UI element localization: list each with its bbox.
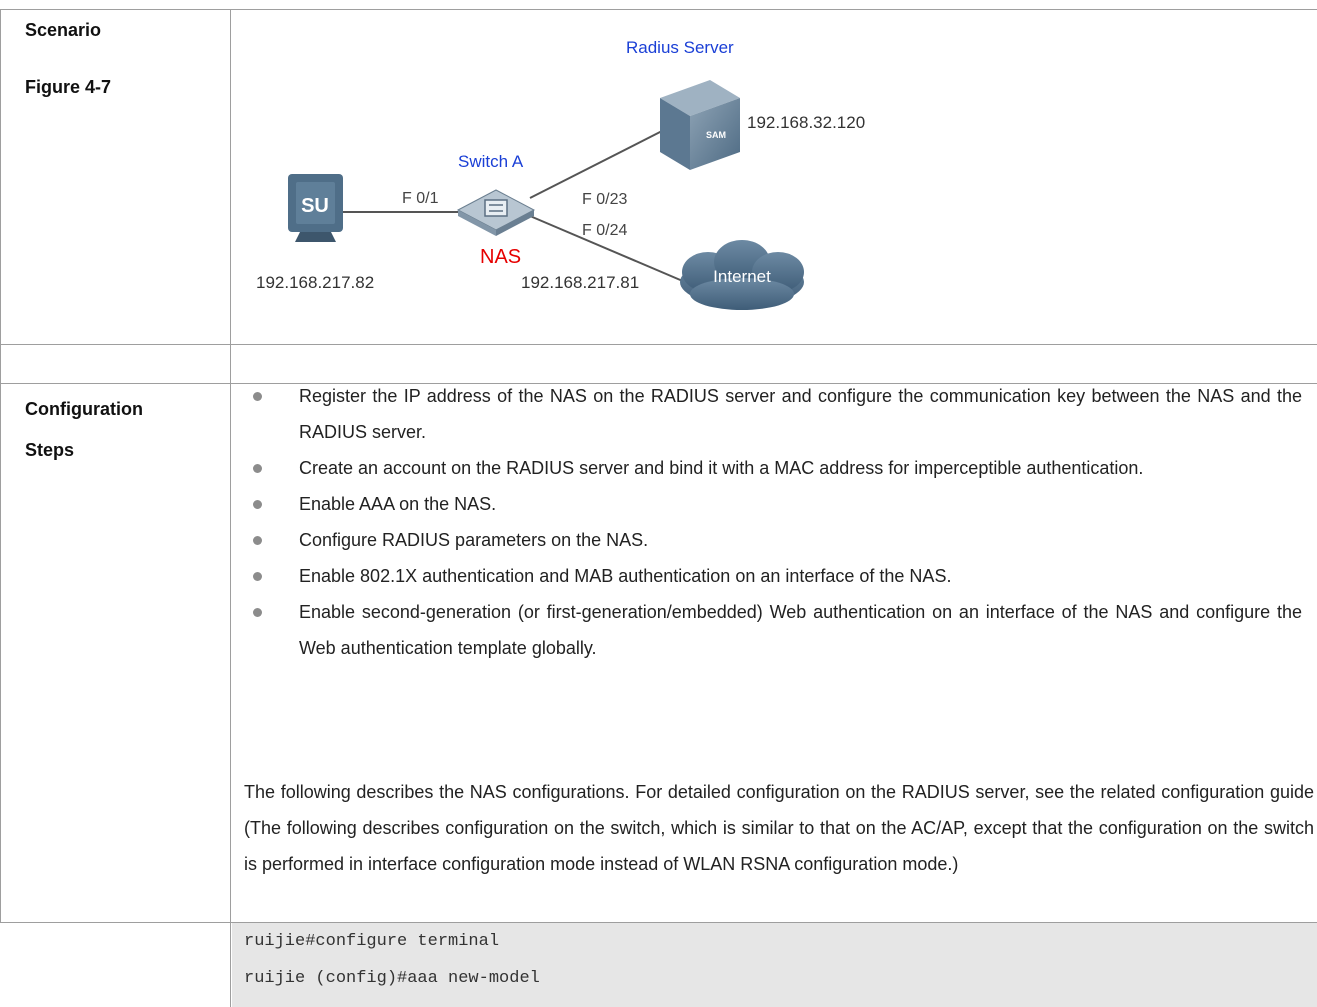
radius-server-ip: 192.168.32.120: [747, 113, 865, 132]
bullet-icon: [253, 536, 262, 545]
list-item: Register the IP address of the NAS on th…: [232, 378, 1312, 450]
bullet-icon: [253, 392, 262, 401]
radius-server-title: Radius Server: [626, 38, 734, 57]
svg-text:SU: SU: [301, 195, 329, 217]
network-topology-diagram: SU SAM Internet Radius Server 192.168.32…: [256, 38, 865, 310]
steps-label: Steps: [25, 440, 75, 460]
row-divider: [0, 344, 1317, 345]
list-item: Configure RADIUS parameters on the NAS.: [232, 522, 1312, 558]
port-radius-label: F 0/23: [582, 191, 627, 208]
radius-server-icon: SAM: [660, 80, 740, 170]
svg-text:SAM: SAM: [706, 130, 726, 140]
bullet-icon: [253, 500, 262, 509]
table-border-top: [0, 9, 1317, 10]
nas-label: NAS: [480, 246, 521, 268]
nas-configuration-description: The following describes the NAS configur…: [244, 782, 1314, 874]
bullet-icon: [253, 464, 262, 473]
internet-label: Internet: [713, 267, 771, 286]
client-pc-icon: SU: [288, 174, 343, 242]
configuration-label: Configuration: [25, 399, 143, 419]
port-internet-label: F 0/24: [582, 222, 627, 239]
column-divider: [0, 9, 1, 923]
bullet-icon: [253, 608, 262, 617]
scenario-label: Scenario: [25, 20, 102, 40]
list-item: Enable 802.1X authentication and MAB aut…: [232, 558, 1312, 594]
column-divider: [230, 9, 231, 1007]
internet-cloud-icon: Internet: [680, 240, 804, 310]
switch-icon: [456, 189, 536, 236]
link-switch-radius: [529, 130, 663, 199]
list-item: Create an account on the RADIUS server a…: [232, 450, 1312, 486]
link-switch-internet: [529, 215, 686, 283]
code-block: ruijie#configure terminal ruijie (config…: [232, 923, 1317, 1007]
code-line: ruijie (config)#aaa new-model: [244, 969, 540, 988]
code-line: ruijie#configure terminal: [244, 932, 500, 951]
list-item: Enable AAA on the NAS.: [232, 486, 1312, 522]
port-client-label: F 0/1: [402, 190, 439, 207]
row-divider: [0, 383, 1317, 384]
configuration-steps-list: Register the IP address of the NAS on th…: [232, 378, 1312, 666]
figure-label: Figure 4-7: [25, 77, 112, 97]
bullet-icon: [253, 572, 262, 581]
list-item: Enable second-generation (or first-gener…: [232, 594, 1312, 666]
switch-title: Switch A: [458, 152, 524, 171]
nas-ip: 192.168.217.81: [521, 273, 639, 292]
row-divider: [0, 922, 1317, 923]
client-ip: 192.168.217.82: [256, 273, 374, 292]
